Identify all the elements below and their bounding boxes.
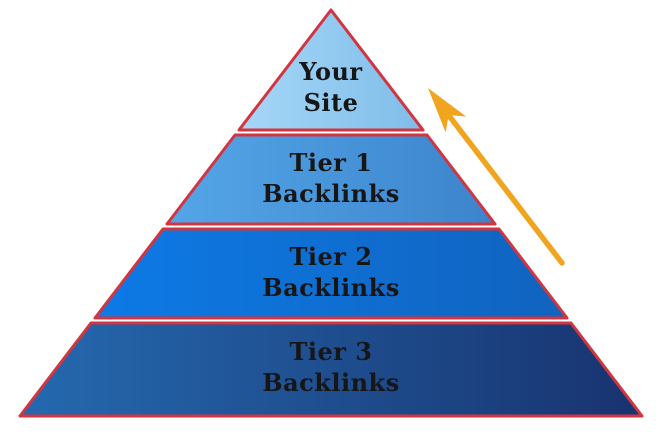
up-arrow-shaft — [447, 114, 565, 266]
pyramid-level-tier-1 — [165, 133, 497, 226]
pyramid-level-your-site — [237, 8, 425, 132]
up-arrow-head — [428, 88, 467, 133]
pyramid-level-tier-3 — [18, 321, 644, 418]
pyramid-level-tier-2 — [93, 227, 569, 320]
up-arrow-icon — [428, 88, 565, 266]
